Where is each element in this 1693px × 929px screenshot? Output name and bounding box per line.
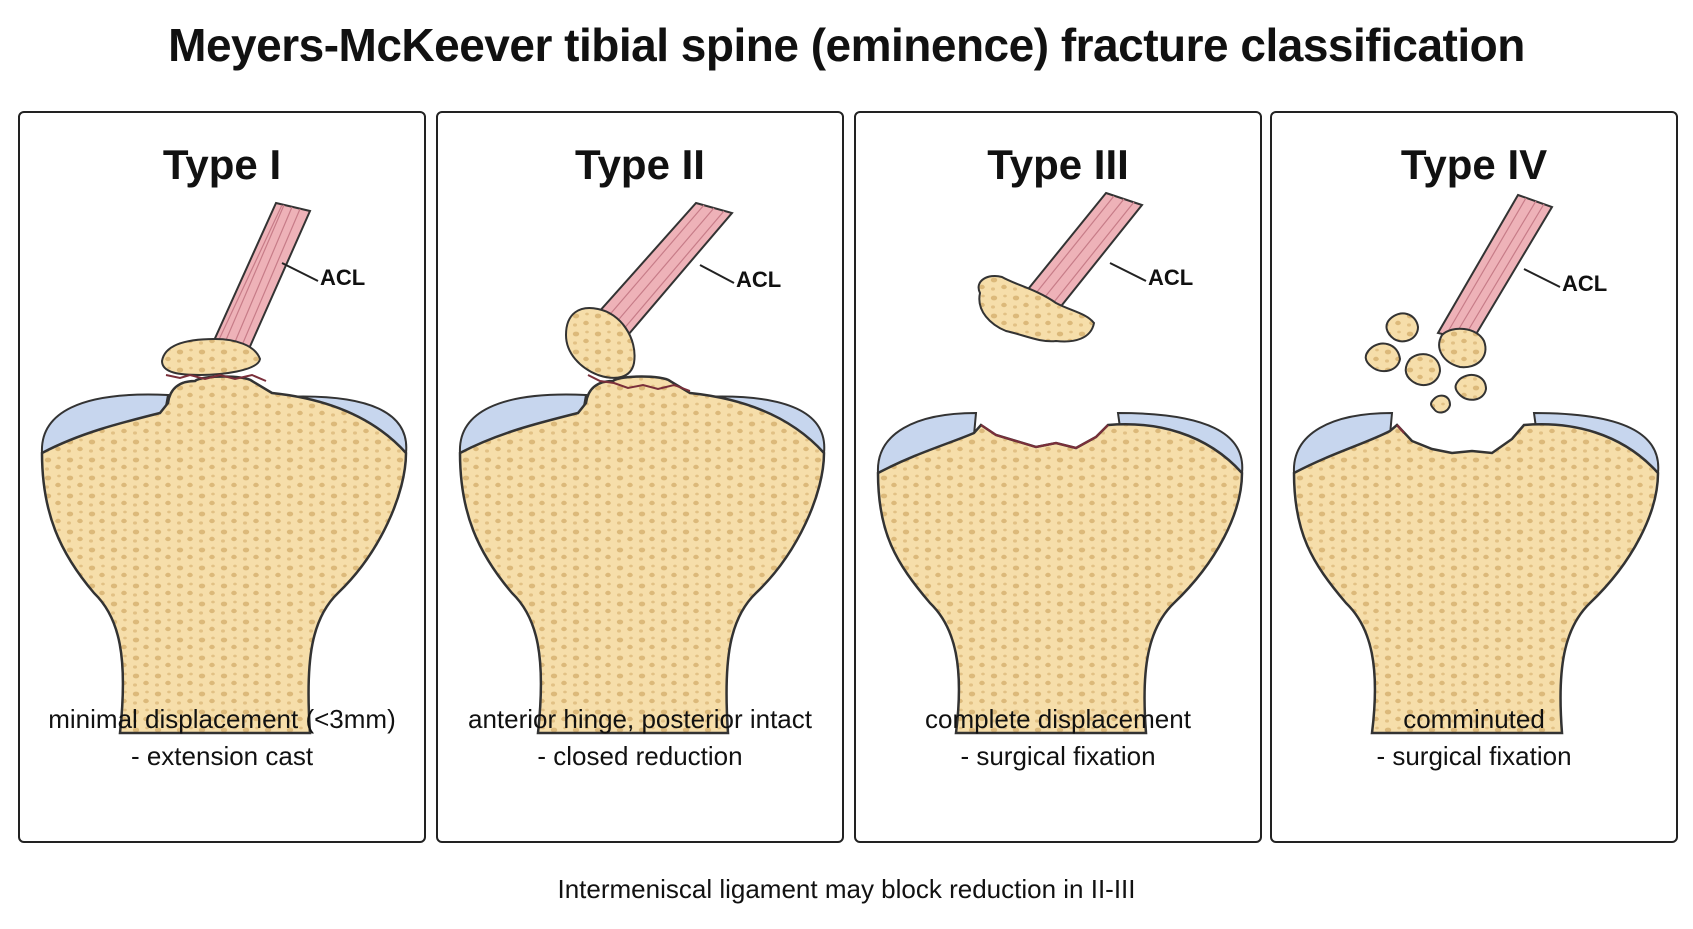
panel-caption: minimal displacement (<3mm) - extension …: [20, 701, 424, 775]
panel-caption: complete displacement - surgical fixatio…: [856, 701, 1260, 775]
acl-label: ACL: [1148, 265, 1193, 290]
type-4-illustration: ACL: [1292, 193, 1660, 735]
panel-type-label: Type II: [575, 141, 705, 188]
acl-label: ACL: [736, 267, 781, 292]
page-title: Meyers-McKeever tibial spine (eminence) …: [168, 19, 1525, 71]
acl-label: ACL: [1562, 271, 1607, 296]
acl-ligament: [596, 201, 734, 337]
type-1-illustration: ACL: [40, 201, 408, 735]
fracture-line: [980, 424, 1109, 450]
type-3-illustration: ACL: [876, 191, 1244, 735]
tibia-bone: [458, 375, 826, 735]
acl-label: ACL: [320, 265, 365, 290]
acl-ligament: [210, 201, 312, 353]
panel-type-label: Type III: [987, 141, 1129, 188]
fracture-line: [1396, 424, 1405, 434]
panel-type-3: ACL Type III complete displacement - sur…: [854, 111, 1262, 843]
caption-line-1: anterior hinge, posterior intact: [468, 704, 812, 734]
panel-type-label: Type IV: [1400, 141, 1548, 188]
panel-type-4: ACL Type IV comminuted - surgical fixati…: [1270, 111, 1678, 843]
tibia-bone: [40, 375, 408, 735]
caption-line-2: - extension cast: [130, 741, 314, 771]
panel-type-2: ACL Type II anterior hinge, posterior in…: [436, 111, 844, 843]
tibia-bone: [1292, 423, 1660, 735]
footer-note: Intermeniscal ligament may block reducti…: [557, 874, 1136, 904]
spine-fragment: [564, 307, 636, 379]
panel-type-label: Type I: [162, 141, 282, 188]
fracture-line: [587, 374, 691, 392]
panel-type-1: ACL Type I minimal displacement (<3mm) -…: [18, 111, 426, 843]
caption-line-2: - closed reduction: [537, 741, 743, 771]
acl-ligament: [1436, 193, 1554, 343]
caption-line-1: minimal displacement (<3mm): [48, 704, 396, 734]
spine-fragment: [160, 337, 262, 377]
type-2-illustration: ACL: [458, 201, 826, 735]
caption-line-2: - surgical fixation: [960, 741, 1156, 771]
tibia-bone: [876, 423, 1244, 735]
caption-line-2: - surgical fixation: [1376, 741, 1572, 771]
avulsed-fragment: [977, 275, 1096, 343]
panel-caption: comminuted - surgical fixation: [1272, 701, 1676, 775]
caption-line-1: comminuted: [1403, 704, 1545, 734]
panel-caption: anterior hinge, posterior intact - close…: [438, 701, 842, 775]
caption-line-1: complete displacement: [925, 704, 1191, 734]
fracture-line: [165, 373, 267, 382]
comminuted-fragments: [1364, 312, 1488, 414]
